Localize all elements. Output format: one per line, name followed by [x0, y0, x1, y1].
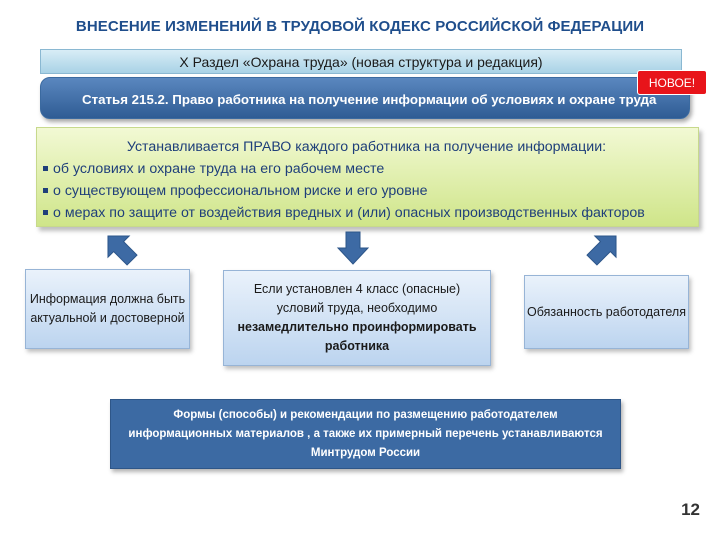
list-item: о существующем профессиональном риске и …	[41, 180, 692, 202]
section-label: X Раздел «Охрана труда» (новая структура…	[179, 53, 543, 70]
arrow-down-icon	[336, 231, 370, 265]
arrow-up-right-icon	[586, 235, 617, 266]
section-bar: X Раздел «Охрана труда» (новая структура…	[40, 49, 682, 74]
box-info-actual-text: Информация должна быть актуальной и дост…	[29, 292, 186, 325]
box-class4-inform: Если установлен 4 класс (опасные) услови…	[223, 270, 491, 366]
right-box-heading: Устанавливается ПРАВО каждого работника …	[126, 139, 607, 155]
box-class4-line1: Если установлен 4 класс (опасные) услови…	[253, 282, 461, 315]
list-item: о мерах по защите от воздействия вредных…	[41, 202, 692, 224]
forms-box-text: Формы (способы) и рекомендации по размещ…	[128, 408, 603, 459]
box-employer-duty: Обязанность работодателя	[524, 275, 689, 349]
box-class4-line2: незамедлительно проинформировать работни…	[237, 320, 477, 353]
box-info-actual: Информация должна быть актуальной и дост…	[25, 269, 190, 349]
right-box: Устанавливается ПРАВО каждого работника …	[36, 127, 699, 227]
page-number: 12	[681, 500, 700, 519]
forms-box: Формы (способы) и рекомендации по размещ…	[110, 399, 621, 469]
list-item: об условиях и охране труда на его рабоче…	[41, 158, 692, 180]
right-box-list: об условиях и охране труда на его рабоче…	[41, 158, 692, 224]
box-employer-duty-text: Обязанность работодателя	[527, 304, 686, 319]
article-bar: Статья 215.2. Право работника на получен…	[40, 77, 690, 119]
arrow-up-left-icon	[107, 235, 138, 266]
article-label: Статья 215.2. Право работника на получен…	[82, 91, 657, 107]
new-badge: НОВОЕ!	[637, 70, 707, 95]
slide-title: ВНЕСЕНИЕ ИЗМЕНЕНИЙ В ТРУДОВОЙ КОДЕКС РОС…	[75, 18, 645, 35]
box-class4-text: Если установлен 4 класс (опасные) услови…	[230, 280, 484, 356]
